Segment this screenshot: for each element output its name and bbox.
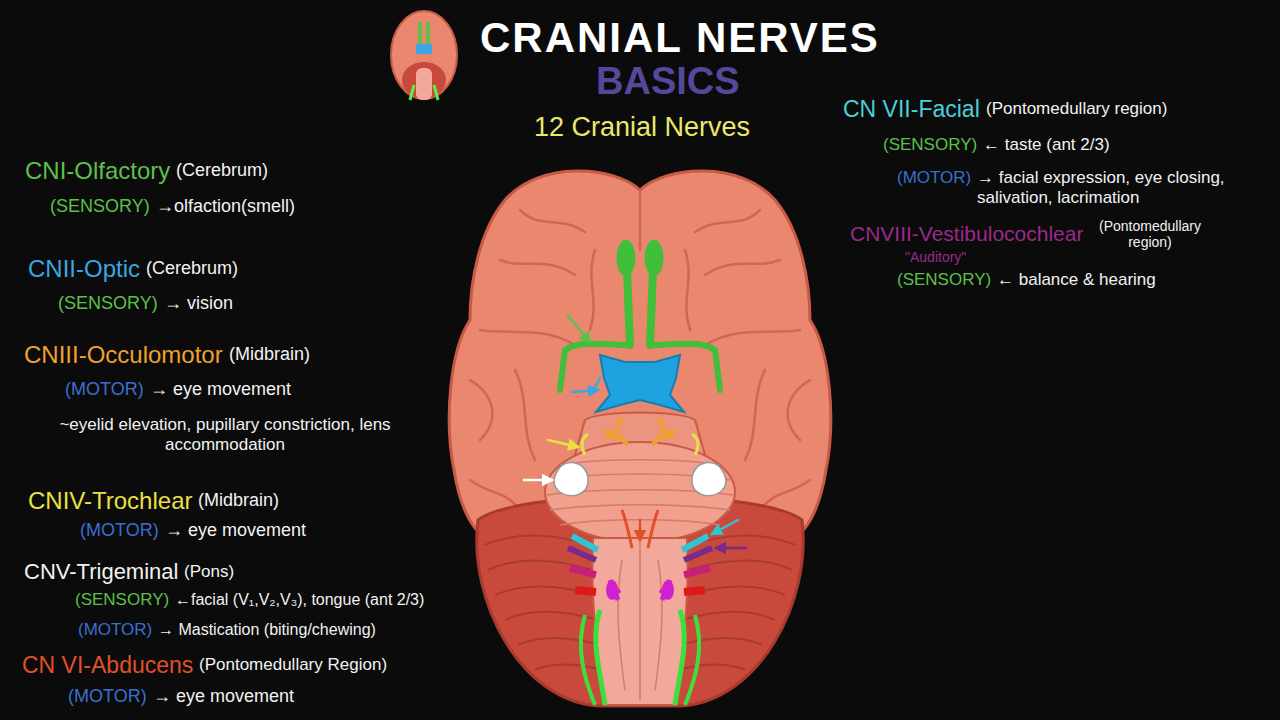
function-type: (MOTOR) — [897, 168, 971, 188]
region-note: (Pontomedullary region) — [1089, 218, 1211, 250]
pons — [545, 442, 735, 542]
function-type: (SENSORY) — [897, 270, 991, 290]
function-type: (SENSORY) — [75, 590, 169, 610]
function-type: (MOTOR) — [78, 620, 152, 640]
region-note: (Pontomedullary Region) — [199, 655, 387, 675]
region-note: (Cerebrum) — [146, 258, 238, 279]
function-text: → vision — [164, 293, 233, 314]
function-text: ←facial (V₁,V₂,V₃), tongue (ant 2/3) — [175, 591, 424, 609]
alias-note: "Auditory" — [905, 249, 966, 265]
function-text: → eye movement — [165, 520, 306, 541]
nerve-name: CNIII-Occulomotor — [24, 341, 223, 369]
function-text: → eye movement — [150, 379, 291, 400]
function-text: → Mastication (biting/chewing) — [158, 621, 376, 639]
region-note: (Pons) — [184, 562, 234, 582]
function-type: (MOTOR) — [68, 686, 147, 707]
cerebrum — [449, 171, 831, 550]
function-type: (SENSORY) — [58, 293, 158, 314]
nerve-name: CNIV-Trochlear — [28, 487, 192, 515]
region-note: (Midbrain) — [198, 490, 279, 511]
medulla — [592, 538, 687, 705]
cerebellum — [477, 496, 803, 706]
function-type: (SENSORY) — [883, 135, 977, 155]
nerve-name: CNII-Optic — [28, 255, 140, 283]
function-text: → facial expression, eye closing, saliva… — [977, 168, 1272, 207]
region-note: (Midbrain) — [229, 344, 310, 365]
function-type: (SENSORY) — [50, 196, 150, 217]
function-text: ← balance & hearing — [997, 270, 1156, 290]
nerve-name: CNV-Trigeminal — [24, 559, 178, 584]
function-type: (MOTOR) — [65, 379, 144, 400]
function-note: ~eyelid elevation, pupillary constrictio… — [40, 415, 410, 454]
nerve-name: CN VI-Abducens — [22, 652, 193, 678]
function-text: → eye movement — [153, 686, 294, 707]
subtitle: BASICS — [596, 60, 740, 104]
region-note: (Pontomedullary region) — [986, 99, 1167, 119]
title: CRANIAL NERVES — [480, 14, 880, 62]
function-text: ← taste (ant 2/3) — [983, 135, 1110, 155]
heading: 12 Cranial Nerves — [534, 112, 750, 143]
nerve-name: CNI-Olfactory — [25, 157, 170, 185]
brain-icon — [391, 11, 457, 100]
function-text: →olfaction(smell) — [156, 196, 295, 217]
nerve-name: CNVIII-Vestibulocochlear — [850, 222, 1083, 246]
function-type: (MOTOR) — [80, 520, 159, 541]
region-note: (Cerebrum) — [176, 160, 268, 181]
nerve-name: CN VII-Facial — [843, 96, 980, 122]
